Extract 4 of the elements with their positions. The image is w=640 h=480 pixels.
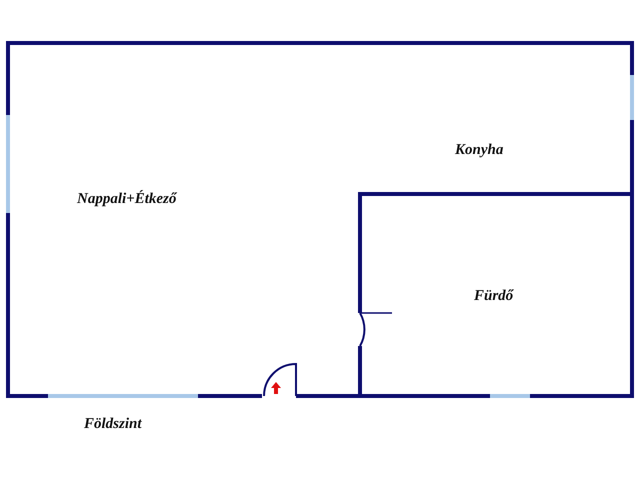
floor-name: Földszint	[84, 416, 142, 433]
room-name: Nappali+Étkező	[77, 191, 176, 208]
room-name: Fürdő	[474, 288, 514, 305]
room-name: Konyha	[455, 142, 504, 159]
